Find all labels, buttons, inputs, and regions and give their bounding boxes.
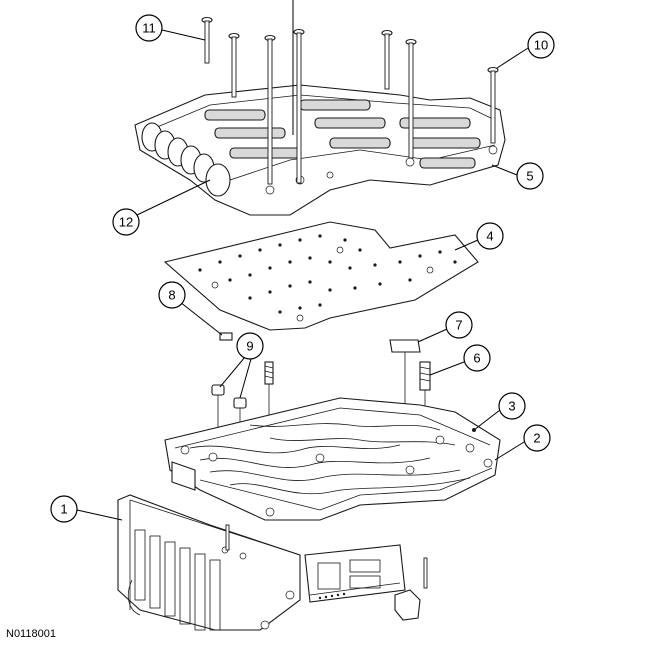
callout-1: 1 — [50, 495, 78, 523]
svg-text:1: 1 — [60, 502, 67, 517]
figure-code: N0118001 — [6, 628, 56, 640]
side-connector — [394, 589, 421, 621]
spring — [264, 361, 274, 430]
svg-text:3: 3 — [508, 399, 515, 414]
plate-holes — [198, 234, 457, 322]
clip — [219, 332, 233, 341]
spool-bores — [141, 122, 231, 197]
callout-3: 3 — [498, 392, 526, 420]
callout-11: 11 — [135, 14, 163, 42]
bolt — [293, 28, 305, 184]
electronic-module — [304, 544, 406, 603]
bolt — [228, 32, 240, 98]
callout-9: 9 — [236, 332, 264, 360]
svg-text:12: 12 — [119, 215, 133, 230]
svg-text:10: 10 — [534, 38, 548, 53]
callout-8: 8 — [158, 281, 186, 309]
valve-spools — [204, 99, 481, 169]
callout-5: 5 — [516, 162, 544, 190]
callout-10: 10 — [527, 31, 555, 59]
svg-text:9: 9 — [246, 339, 253, 354]
bolt — [487, 66, 499, 144]
svg-text:5: 5 — [526, 169, 533, 184]
svg-text:7: 7 — [455, 318, 462, 333]
bolt — [264, 34, 276, 185]
solenoid-frame — [117, 494, 428, 631]
svg-text:6: 6 — [473, 351, 480, 366]
callout-4: 4 — [476, 222, 504, 250]
check-valve — [211, 384, 225, 445]
callouts: 11 10 5 12 4 8 — [50, 14, 555, 523]
bolt — [201, 16, 213, 64]
callout-6: 6 — [463, 344, 491, 372]
svg-text:2: 2 — [533, 431, 540, 446]
solenoid-slots — [134, 529, 221, 631]
svg-text:8: 8 — [168, 288, 175, 303]
upper-valve-body — [134, 84, 506, 216]
bolt — [405, 38, 417, 159]
separator-plate — [163, 221, 479, 331]
svg-text:11: 11 — [142, 21, 156, 36]
fluid-channels — [189, 423, 471, 495]
svg-text:4: 4 — [486, 229, 493, 244]
bolt — [381, 29, 393, 90]
callout-12: 12 — [112, 208, 140, 236]
bolts — [201, 0, 499, 185]
lower-valve-body — [164, 397, 501, 521]
callout-2: 2 — [523, 424, 551, 452]
callout-7: 7 — [445, 311, 473, 339]
